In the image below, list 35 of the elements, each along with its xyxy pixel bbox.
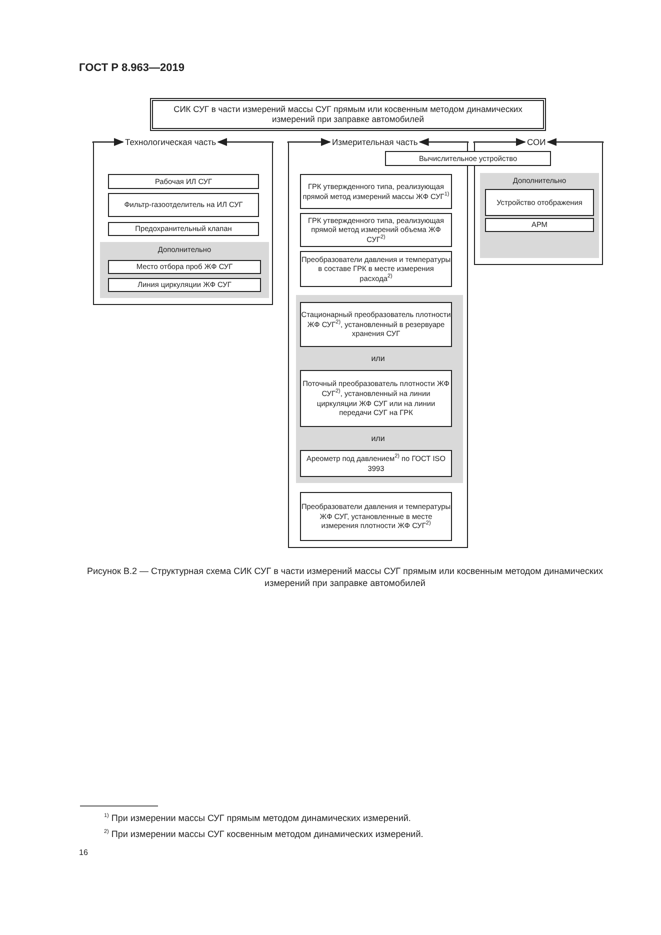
component-box <box>300 492 452 541</box>
arrow <box>418 138 469 146</box>
optional-group-panel <box>480 173 599 258</box>
optional-group-panel <box>100 242 269 298</box>
section-heading: СОИ <box>526 137 547 147</box>
or-label: или <box>370 354 386 364</box>
component-box <box>108 222 259 236</box>
component-box <box>108 193 259 217</box>
component-box <box>300 370 452 427</box>
component-box <box>300 174 452 209</box>
component-box <box>108 174 259 189</box>
section-heading: Технологическая часть <box>124 137 218 147</box>
component-box <box>300 213 452 247</box>
title-box <box>150 98 546 131</box>
arrow <box>287 138 331 146</box>
document-header: ГОСТ Р 8.963—2019 <box>79 62 184 74</box>
component-box <box>108 278 261 292</box>
component-box <box>485 189 594 216</box>
arrow <box>92 138 124 146</box>
component-box <box>108 260 261 274</box>
footnote: $^{2)}$ При измерении массы СУГ косвенным методом динамических измерений. <box>104 830 424 840</box>
optional-group-panel <box>296 295 463 483</box>
section-heading: Измерительная часть <box>331 137 419 147</box>
component-box <box>485 218 594 232</box>
or-label: или <box>370 434 386 444</box>
component-box <box>300 450 452 477</box>
arrow <box>546 138 604 146</box>
arrow <box>473 138 526 146</box>
box-label: СИК СУГ в части измерений массы СУГ прямым или косвенным методом динамических измерений при заправке автомобилей <box>172 104 524 124</box>
component-box <box>385 151 551 166</box>
figure-caption: Рисунок В.2 — Структурная схема СИК СУГ в части измерений массы СУГ прямым или косвенным методом динамических измерений при заправке автомобилей <box>86 565 604 589</box>
arrow <box>217 138 274 146</box>
component-box <box>300 302 452 347</box>
footnote: $^{1)}$ При измерении массы СУГ прямым методом динамических измерений. <box>104 814 411 824</box>
page-number: 16 <box>79 848 88 858</box>
